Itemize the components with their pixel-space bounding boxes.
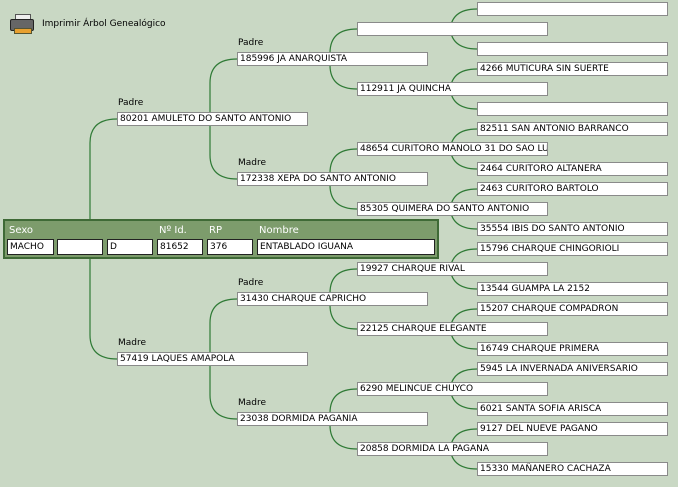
ancestor-box-g3-3[interactable]: 85305 QUIMERA DO SANTO ANTONIO: [357, 202, 548, 216]
ancestor-box-g1-0[interactable]: 80201 AMULETO DO SANTO ANTONIO: [117, 112, 308, 126]
nombre-field[interactable]: ENTABLADO IGUANA: [257, 239, 435, 255]
ancestor-box-g4-1[interactable]: [477, 42, 668, 56]
mother-label: Madre: [238, 158, 267, 168]
ancestor-box-g4-13[interactable]: 6021 SANTA SOFIA ARISCA: [477, 402, 668, 416]
ancestor-box-g3-0[interactable]: [357, 22, 548, 36]
subject-panel: Sexo Nº Id. RP Nombre MACHO D 81652 376 …: [3, 219, 439, 259]
rp-field[interactable]: 376: [207, 239, 253, 255]
ancestor-box-g2-1[interactable]: 172338 XEPA DO SANTO ANTONIO: [237, 172, 428, 186]
ancestor-box-g3-2[interactable]: 48654 CURITORO MANOLO 31 DO SAO LUIZ: [357, 142, 548, 156]
father-label: Padre: [238, 38, 264, 48]
mother-label: Madre: [118, 338, 147, 348]
ancestor-box-g4-0[interactable]: [477, 2, 668, 16]
id-field[interactable]: 81652: [157, 239, 203, 255]
rp-label: RP: [209, 225, 222, 236]
printer-icon: [10, 14, 34, 34]
ancestor-box-g4-4[interactable]: 82511 SAN ANTONIO BARRANCO: [477, 122, 668, 136]
ancestor-box-g1-1[interactable]: 57419 LAQUES AMAPOLA: [117, 352, 308, 366]
ancestor-box-g3-5[interactable]: 22125 CHARQUE ELEGANTE: [357, 322, 548, 336]
ancestor-box-g4-14[interactable]: 9127 DEL NUEVE PAGANO: [477, 422, 668, 436]
ancestor-box-g2-0[interactable]: 185996 JA ANARQUISTA: [237, 52, 428, 66]
ancestor-box-g4-7[interactable]: 35554 IBIS DO SANTO ANTONIO: [477, 222, 668, 236]
father-label: Padre: [238, 278, 264, 288]
ancestor-box-g4-5[interactable]: 2464 CURITORO ALTANERA: [477, 162, 668, 176]
ancestor-box-g4-15[interactable]: 15330 MAÑANERO CACHAZA: [477, 462, 668, 476]
ancestor-box-g4-8[interactable]: 15796 CHARQUE CHINGORIOLI: [477, 242, 668, 256]
father-label: Padre: [118, 98, 144, 108]
mother-label: Madre: [238, 398, 267, 408]
id-label: Nº Id.: [159, 225, 187, 236]
print-label: Imprimir Árbol Genealógico: [42, 19, 166, 29]
ancestor-box-g4-2[interactable]: 4266 MUTICURA SIN SUERTE: [477, 62, 668, 76]
ancestor-box-g2-2[interactable]: 31430 CHARQUE CAPRICHO: [237, 292, 428, 306]
sexo-label: Sexo: [9, 225, 34, 236]
ancestor-box-g4-9[interactable]: 13544 GUAMPA LA 2152: [477, 282, 668, 296]
ancestor-box-g4-12[interactable]: 5945 LA INVERNADA ANIVERSARIO: [477, 362, 668, 376]
ancestor-box-g4-11[interactable]: 16749 CHARQUE PRIMERA: [477, 342, 668, 356]
print-tree-button[interactable]: Imprimir Árbol Genealógico: [10, 14, 166, 34]
ancestor-box-g3-1[interactable]: 112911 JA QUINCHA: [357, 82, 548, 96]
ancestor-box-g4-10[interactable]: 15207 CHARQUE COMPADRON: [477, 302, 668, 316]
field-3[interactable]: D: [107, 239, 153, 255]
ancestor-box-g4-3[interactable]: [477, 102, 668, 116]
field-2[interactable]: [57, 239, 103, 255]
ancestor-box-g3-7[interactable]: 20858 DORMIDA LA PAGANA: [357, 442, 548, 456]
ancestor-box-g3-4[interactable]: 19927 CHARQUE RIVAL: [357, 262, 548, 276]
ancestor-box-g2-3[interactable]: 23038 DORMIDA PAGANIA: [237, 412, 428, 426]
sexo-field[interactable]: MACHO: [7, 239, 54, 255]
nombre-label: Nombre: [259, 225, 299, 236]
ancestor-box-g3-6[interactable]: 6290 MELINCUE CHUYCO: [357, 382, 548, 396]
ancestor-box-g4-6[interactable]: 2463 CURITORO BARTOLO: [477, 182, 668, 196]
